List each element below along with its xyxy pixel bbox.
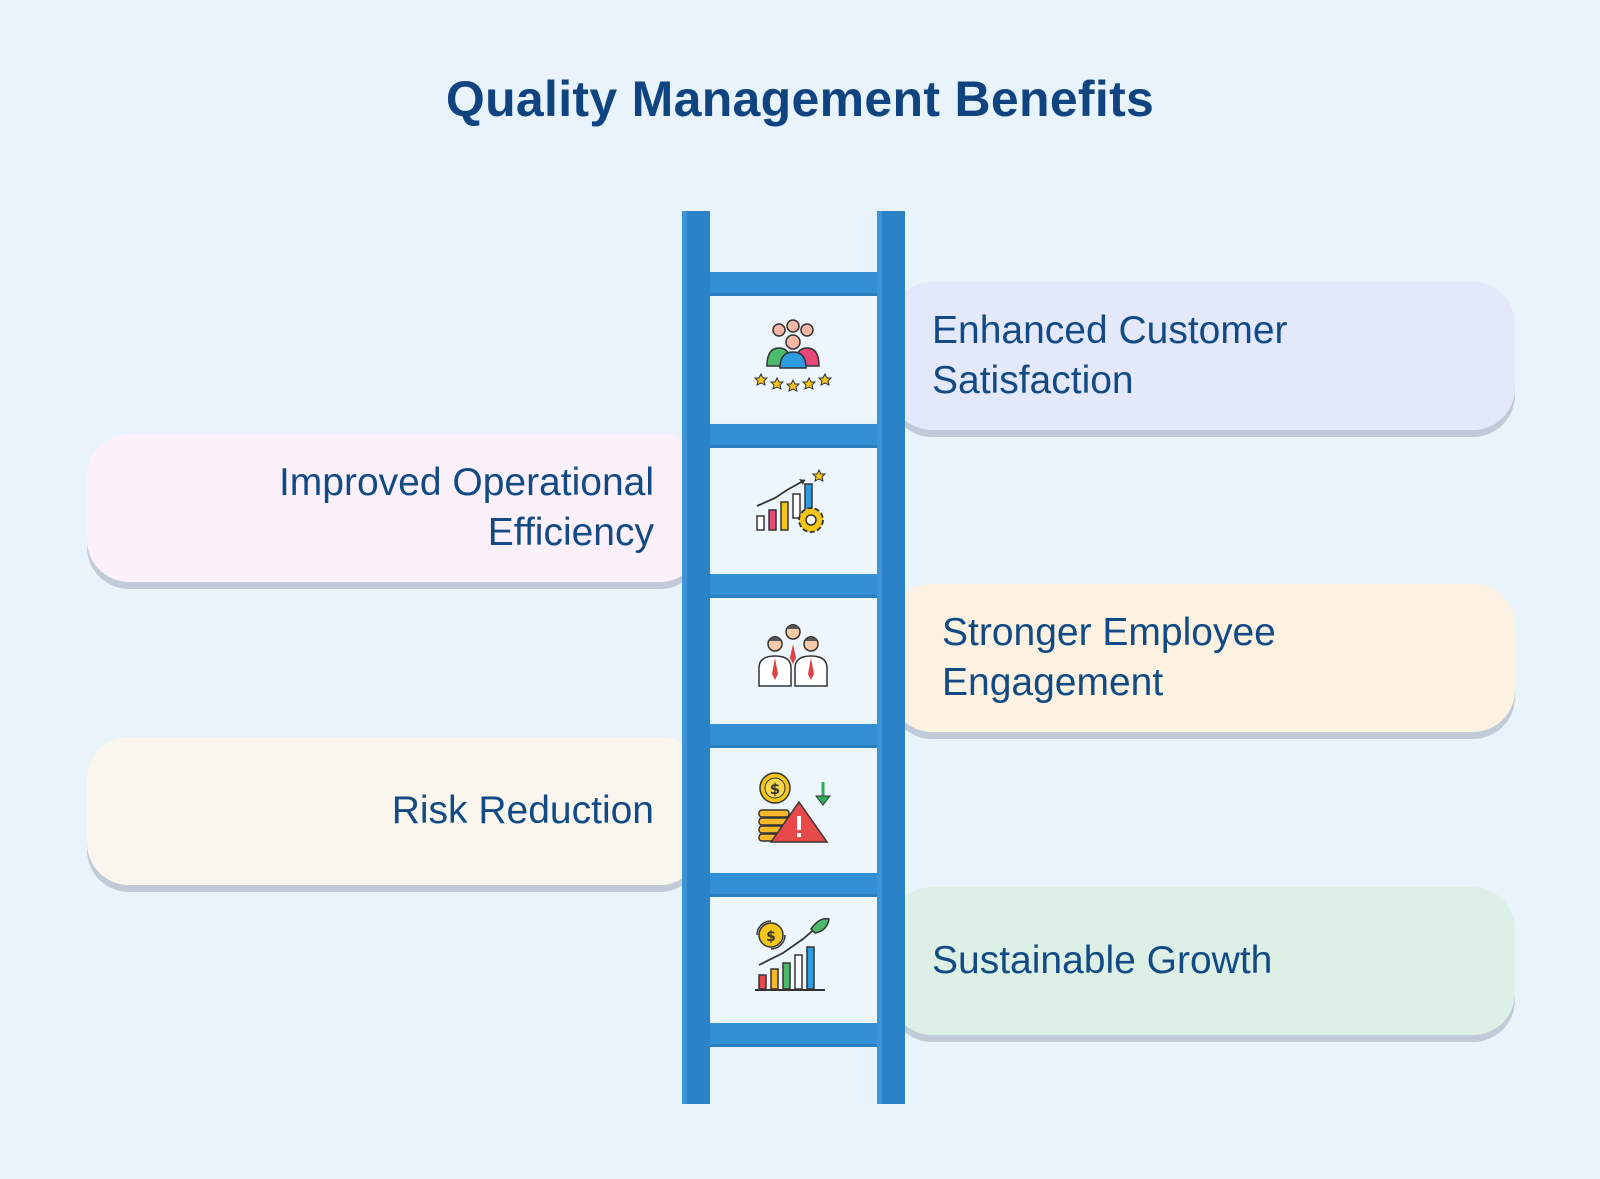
benefit-card-employee-engagement: Stronger Employee Engagement bbox=[890, 584, 1515, 732]
ladder-rung bbox=[696, 272, 882, 293]
growth-chart-gear-icon bbox=[755, 468, 826, 533]
benefit-label: Sustainable Growth bbox=[932, 939, 1273, 982]
ladder-cell bbox=[708, 444, 877, 571]
page-title: Quality Management Benefits bbox=[445, 71, 1155, 127]
ladder-rung bbox=[696, 574, 882, 595]
benefit-label: Improved Operational Efficiency bbox=[278, 461, 654, 554]
ladder-rung bbox=[696, 1023, 882, 1044]
benefit-label: Risk Reduction bbox=[391, 789, 654, 832]
benefit-card-sustainable-growth: Sustainable Growth bbox=[890, 887, 1515, 1035]
sustainable-growth-icon: $ bbox=[754, 917, 830, 991]
ladder-cell bbox=[708, 292, 877, 419]
svg-text:$: $ bbox=[766, 929, 776, 945]
ladder-rung bbox=[696, 724, 882, 745]
ladder-rail-right bbox=[877, 211, 905, 1104]
benefit-card-risk-reduction: Risk Reduction bbox=[87, 737, 702, 885]
ladder-cell bbox=[708, 594, 877, 721]
ladder-rung bbox=[696, 424, 882, 445]
ladder-rail-left bbox=[682, 211, 710, 1104]
benefit-label: Enhanced Customer Satisfaction bbox=[932, 309, 1288, 402]
benefit-label: Stronger Employee Engagement bbox=[942, 611, 1276, 704]
ladder-rung bbox=[696, 873, 882, 894]
benefit-card-operational-efficiency: Improved Operational Efficiency bbox=[87, 434, 702, 582]
svg-text:$: $ bbox=[769, 780, 779, 798]
employee-team-icon bbox=[757, 623, 828, 687]
coins-warning-icon: $ bbox=[757, 771, 831, 843]
ladder-cell: $ bbox=[708, 893, 877, 1020]
customer-rating-icon bbox=[753, 318, 832, 392]
ladder-cell: $ bbox=[708, 744, 877, 871]
benefit-card-customer-satisfaction: Enhanced Customer Satisfaction bbox=[890, 282, 1515, 430]
